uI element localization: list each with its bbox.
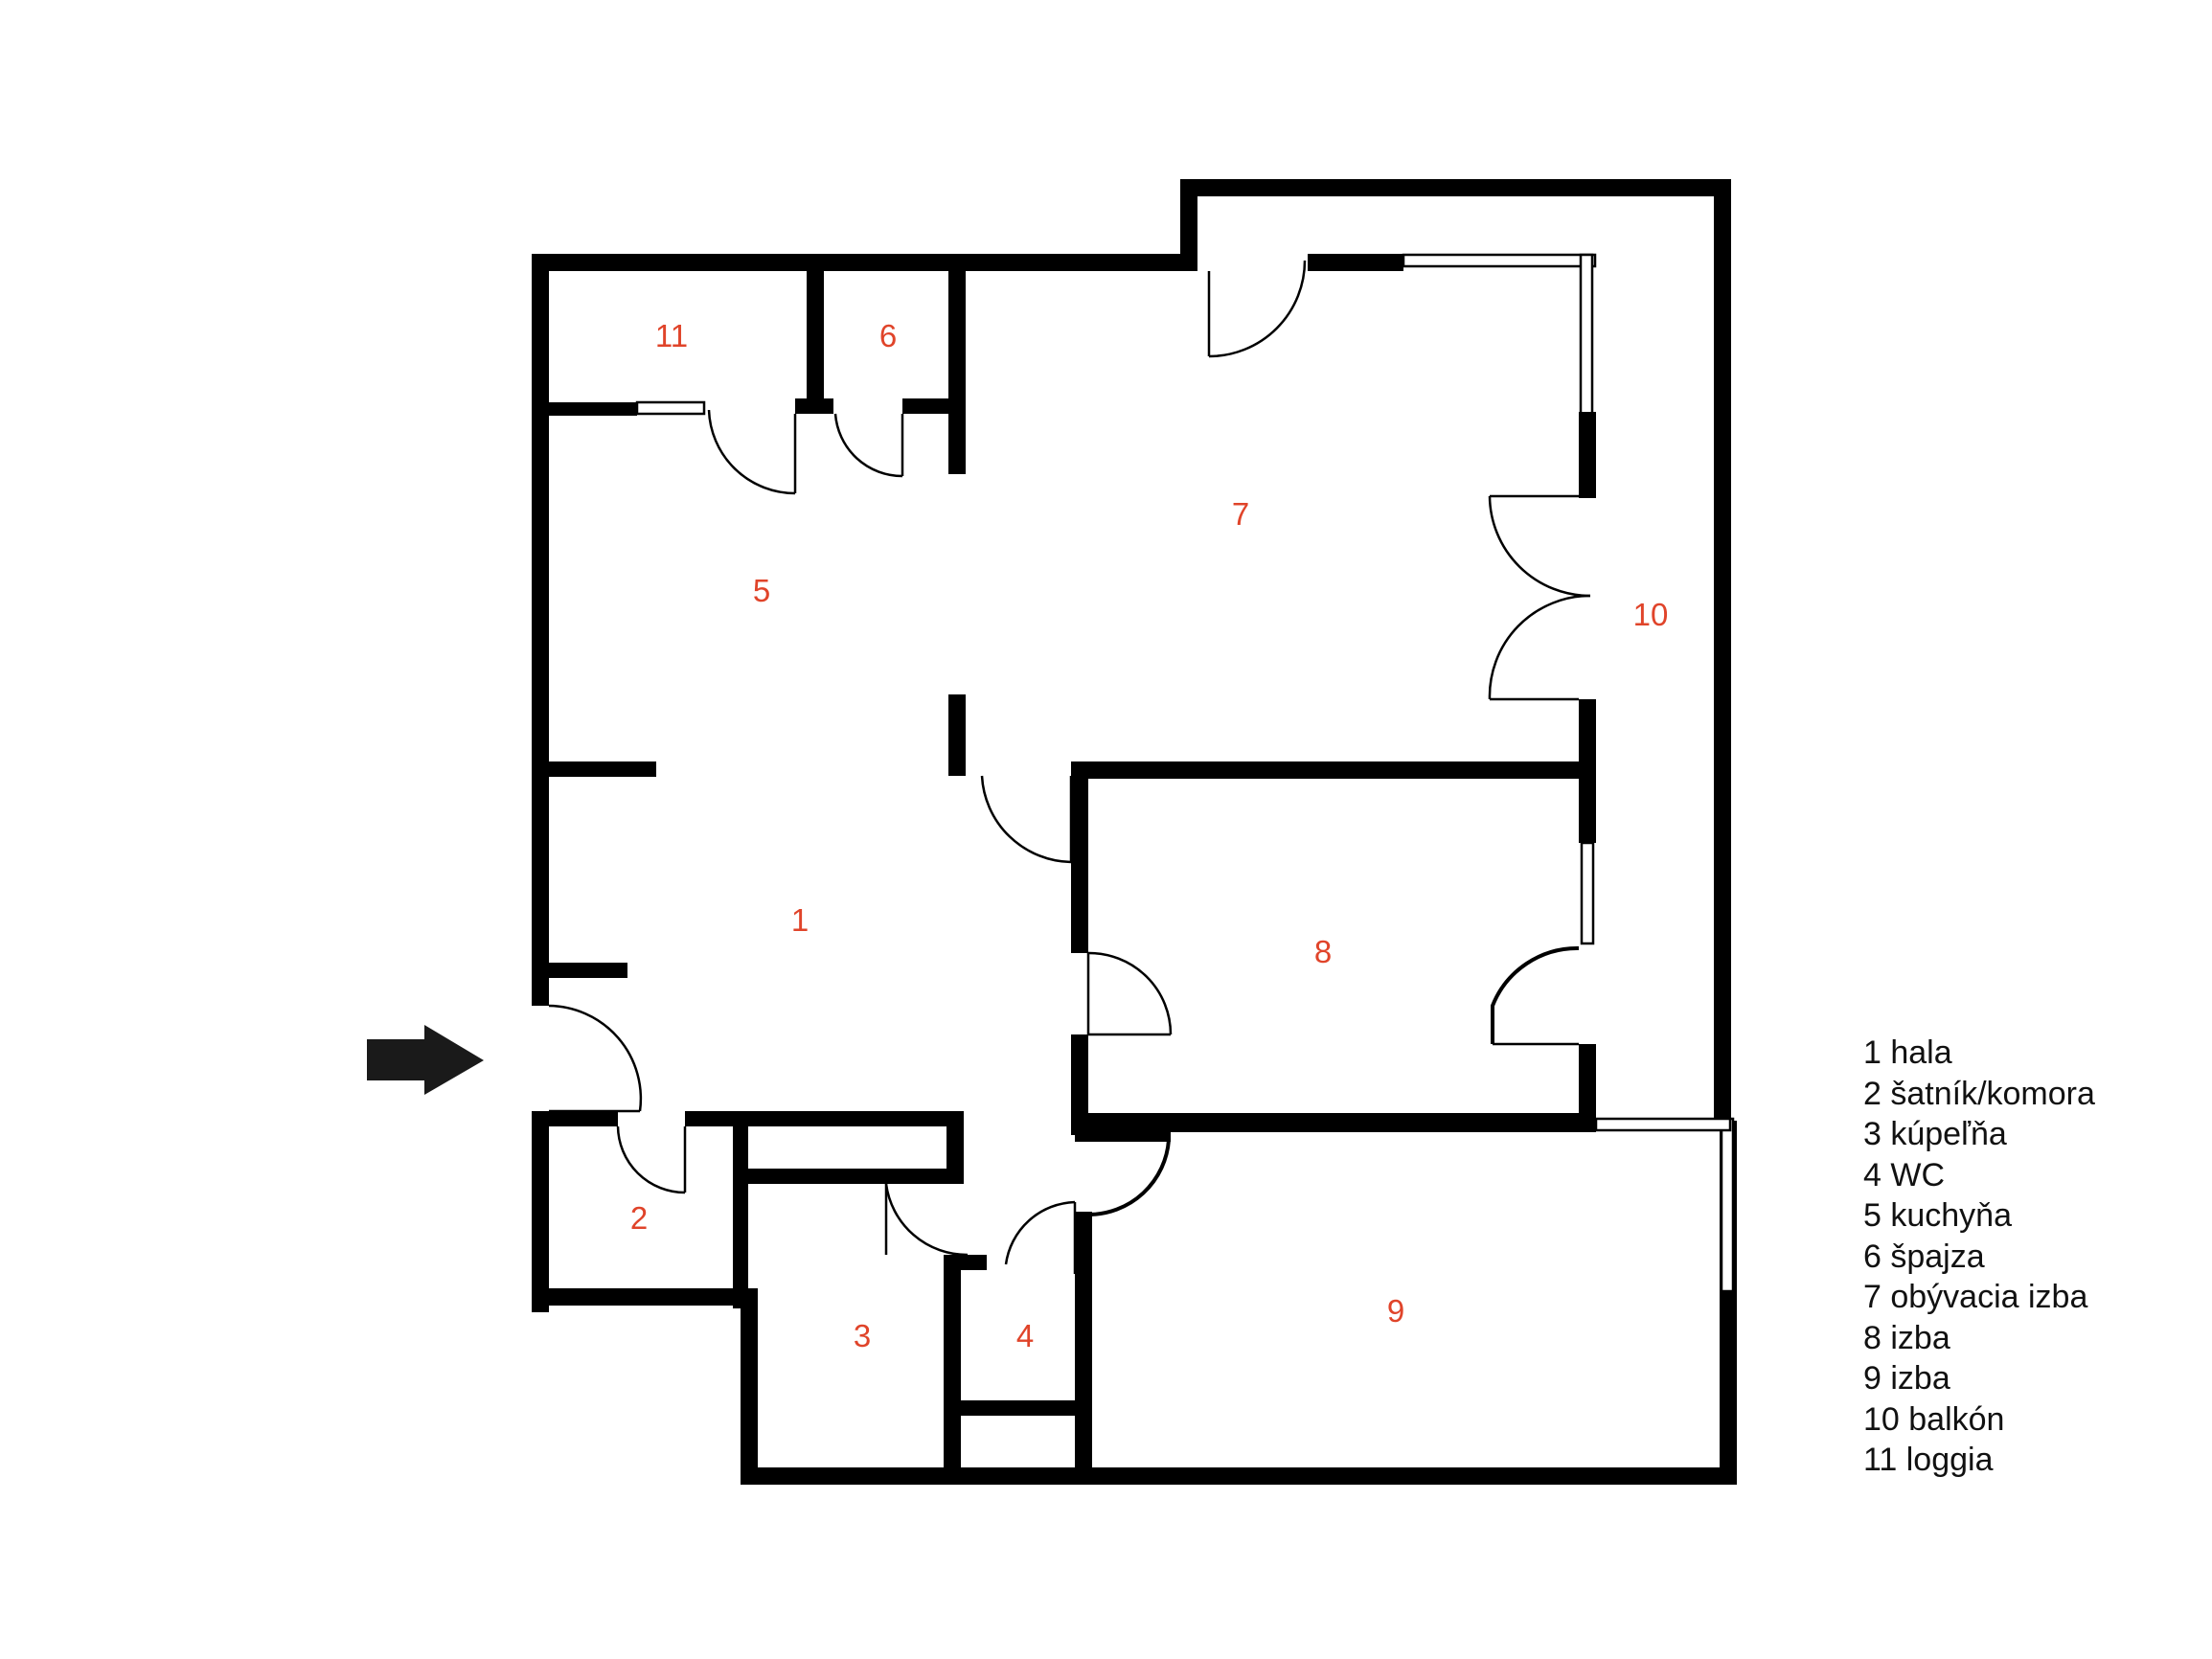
legend-item: 1 hala [1863, 1034, 1952, 1071]
room-label-4: 4 [1016, 1318, 1034, 1353]
wall-closet-bath [733, 1126, 748, 1308]
room-label-7: 7 [1232, 496, 1249, 532]
wall-pantry-stub-left [795, 398, 833, 414]
room-label-6: 6 [879, 318, 897, 353]
room-label-5: 5 [753, 573, 770, 608]
legend-item: 9 izba [1863, 1360, 1950, 1397]
legend-item: 10 balkón [1863, 1401, 2004, 1438]
legend-item: 4 WC [1863, 1157, 1945, 1193]
door-pantry-arc [833, 413, 903, 478]
window-loggia [635, 400, 706, 416]
room-label-8: 8 [1314, 934, 1332, 969]
wall-room9-top-left [1075, 1128, 1171, 1142]
door-loggia-arc [707, 409, 796, 495]
door-entrance-arc [548, 1004, 643, 1112]
entrance-arrow-icon [367, 1025, 484, 1095]
room-labels: 1 2 3 4 5 6 7 8 9 10 11 [630, 318, 1669, 1353]
door-room9-arc [1087, 1139, 1171, 1217]
door-room8-arc [1087, 951, 1173, 1035]
window-living-top [1402, 253, 1597, 268]
wall-bath-top-right [946, 1111, 964, 1184]
doors [548, 260, 1591, 1274]
door-balcony-arc-2 [1488, 594, 1591, 700]
room-label-9: 9 [1387, 1293, 1404, 1329]
room-label-3: 3 [854, 1318, 871, 1353]
room-label-2: 2 [630, 1200, 648, 1236]
wall-wc-stub [944, 1255, 987, 1270]
door-closet-arc [616, 1125, 686, 1194]
wall-pantry-living [948, 254, 966, 474]
door-wc-arc [1004, 1200, 1076, 1265]
wall-left-lower [532, 1111, 549, 1312]
wall-bottom [741, 1467, 1737, 1485]
wall-closet-bottom [532, 1288, 758, 1306]
wall-balcony-right [1714, 179, 1731, 1123]
walls [532, 179, 1737, 1485]
wall-top-left [532, 254, 1197, 271]
wall-room8-west-upper [1071, 761, 1088, 953]
wall-room9-top [1150, 1119, 1596, 1132]
wall-wc-room9 [1075, 1212, 1092, 1485]
door-balcony-arc-1 [1488, 495, 1591, 598]
wall-loggia-bottom-left [532, 402, 637, 416]
window-living-side [1579, 253, 1594, 420]
legend-item: 2 šatník/komora [1863, 1076, 2095, 1112]
room-label-10: 10 [1633, 597, 1669, 632]
room-label-11: 11 [655, 318, 688, 353]
wall-hall-stub [532, 963, 627, 978]
wall-room8-west-lower [1071, 1034, 1088, 1130]
wall-step-vertical [1180, 179, 1197, 271]
legend-item: 5 kuchyňa [1863, 1197, 2012, 1234]
door-hall-arc [980, 775, 1072, 864]
wall-room8-top [1071, 761, 1596, 779]
legend: 1 hala 2 šatník/komora 3 kúpeľňa 4 WC 5 … [1863, 1034, 2095, 1478]
door-top-arc [1208, 260, 1307, 358]
wall-bath-top [747, 1169, 963, 1184]
wall-living-east-1 [1579, 412, 1596, 498]
door-room8-balcony-arc [1491, 945, 1580, 1044]
wall-room8-east [1579, 1044, 1596, 1121]
wall-balcony-top [1180, 179, 1731, 196]
room-label-1: 1 [791, 902, 809, 938]
legend-item: 11 loggia [1863, 1442, 1994, 1478]
wall-bath-wc [944, 1255, 961, 1485]
legend-item: 3 kúpeľňa [1863, 1116, 2007, 1152]
wall-top-right-stub [1308, 254, 1403, 271]
wall-closet-top-right [685, 1111, 963, 1126]
wall-left-upper [532, 254, 549, 1006]
wall-pantry-stub-right [902, 398, 950, 414]
wall-hall-living-stub [948, 694, 966, 776]
door-bath-arc [884, 1183, 969, 1257]
legend-item: 7 obývacia izba [1863, 1279, 2087, 1315]
legend-item: 6 špajza [1863, 1239, 1985, 1275]
window-room9 [1720, 1117, 1735, 1293]
wall-bottom-left-vertical [741, 1293, 758, 1485]
window-room8 [1580, 841, 1595, 945]
wall-wc-bottom [944, 1400, 1083, 1416]
wall-loggia-pantry [807, 254, 824, 412]
legend-item: 8 izba [1863, 1320, 1950, 1356]
wall-kitchen-hall [532, 761, 656, 777]
window-room9-top [1594, 1117, 1732, 1132]
wall-closet-top-left [532, 1111, 618, 1126]
